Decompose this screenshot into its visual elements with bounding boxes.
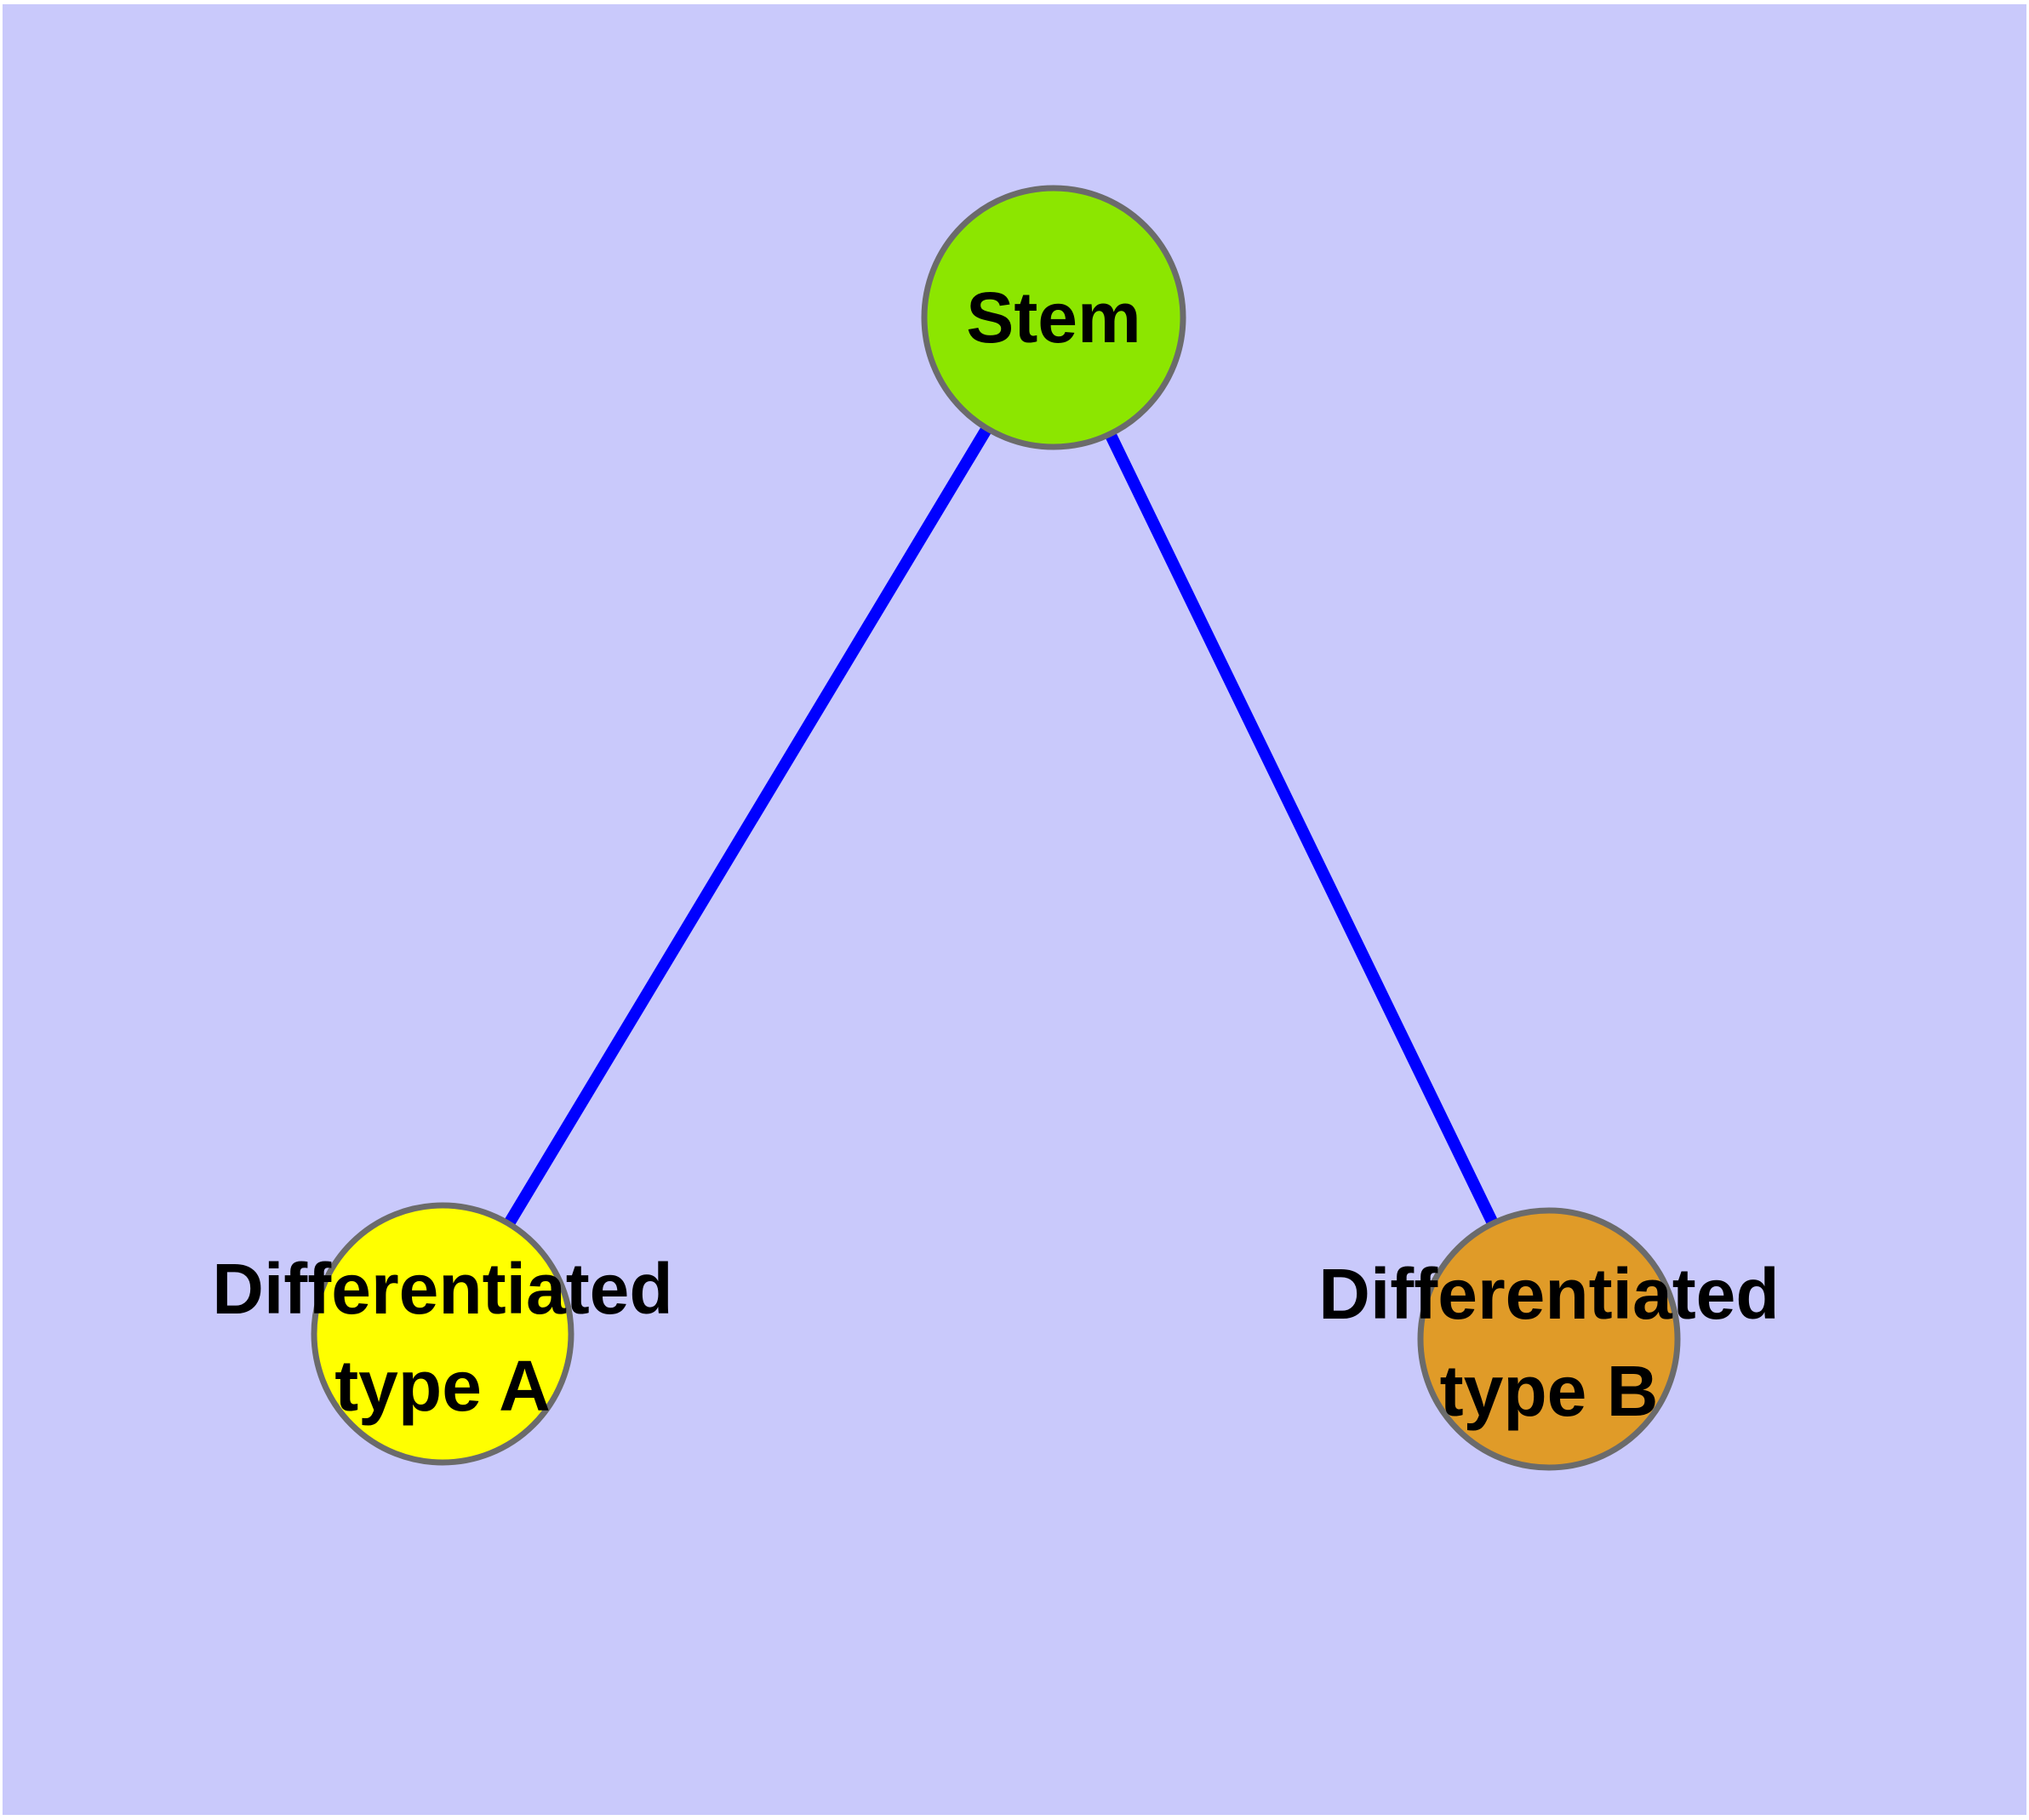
node-stem-label: Stem: [966, 278, 1140, 358]
node-type-b-circle: [1417, 1207, 1681, 1471]
node-stem-circle: [921, 185, 1186, 450]
edge-stem-to-type-b: [1048, 314, 1555, 1342]
node-type-b-label-line1: Differentiated: [1318, 1254, 1779, 1334]
node-type-a-circle: [311, 1202, 574, 1466]
edge-stem-to-type-a: [437, 314, 1059, 1337]
node-type-b-label-line2: type B: [1440, 1351, 1659, 1431]
node-type-a-label-line1: Differentiated: [212, 1249, 672, 1329]
node-type-a-label-line2: type A: [334, 1346, 551, 1426]
